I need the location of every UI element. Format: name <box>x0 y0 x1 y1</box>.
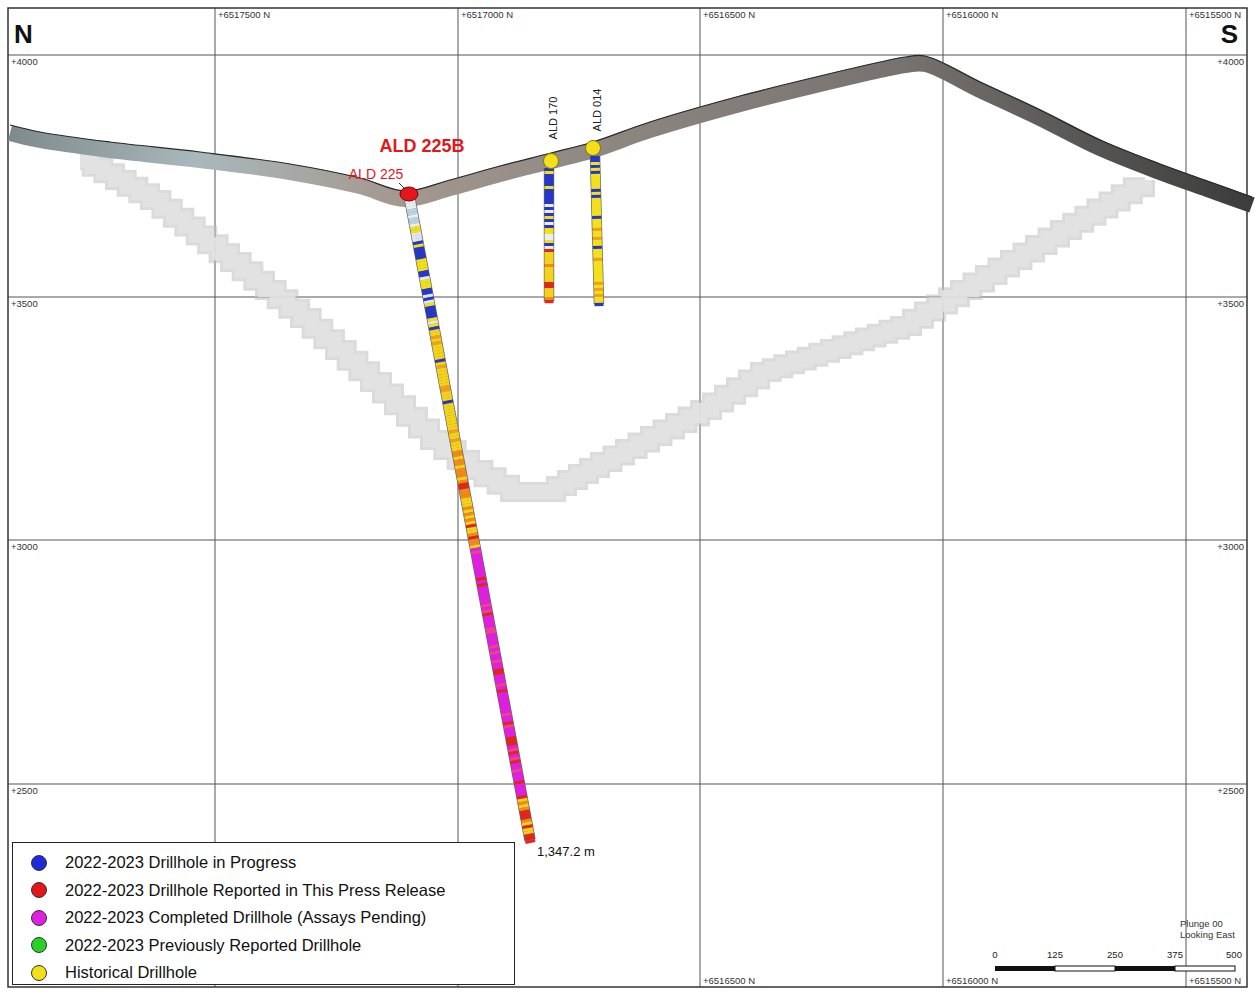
elevation-label: +4000 <box>1216 57 1245 67</box>
legend-swatch <box>31 882 47 898</box>
legend-swatch <box>31 965 47 981</box>
legend-swatch <box>31 937 47 953</box>
legend-text: 2022-2023 Drillhole Reported in This Pre… <box>65 881 445 900</box>
depth-label: 1,347.2 m <box>537 845 595 859</box>
drillhole-label: ALD 014 <box>591 89 603 132</box>
drillhole-label: ALD 170 <box>547 97 559 140</box>
scale-label: 0 <box>992 950 997 960</box>
drillholes <box>404 156 604 844</box>
scale-label: 500 <box>1226 950 1242 960</box>
legend-text: Historical Drillhole <box>65 963 197 982</box>
topography <box>10 55 1252 205</box>
elevation-label: +3000 <box>10 542 39 552</box>
pit-shell <box>80 160 1145 492</box>
legend-entry: Historical Drillhole <box>31 959 514 987</box>
view-note: Looking East <box>1180 930 1235 940</box>
elevation-label: +3500 <box>1216 299 1245 309</box>
northing-label: +6517500 N <box>218 10 270 20</box>
northing-label: +6515500 N <box>1189 976 1241 986</box>
direction-letter: S <box>1221 20 1238 49</box>
scale-label: 250 <box>1107 950 1123 960</box>
northing-label: +6516500 N <box>703 976 755 986</box>
scale-label: 375 <box>1167 950 1183 960</box>
elevation-label: +3500 <box>10 299 39 309</box>
scale-label: 125 <box>1047 950 1063 960</box>
legend-text: 2022-2023 Completed Drillhole (Assays Pe… <box>65 908 426 927</box>
northing-label: +6516500 N <box>703 10 755 20</box>
legend-entry: 2022-2023 Completed Drillhole (Assays Pe… <box>31 904 514 932</box>
view-note: Plunge 00 <box>1180 919 1223 929</box>
drillhole-label: ALD 225 <box>349 167 403 182</box>
scale-bar <box>995 966 1235 971</box>
legend-box: 2022-2023 Drillhole in Progress 2022-2023… <box>12 842 515 985</box>
elevation-label: +4000 <box>10 57 39 67</box>
legend-text: 2022-2023 Drillhole in Progress <box>65 853 296 872</box>
legend-text: 2022-2023 Previously Reported Drillhole <box>65 936 361 955</box>
legend-swatch <box>31 910 47 926</box>
legend-entry: 2022-2023 Previously Reported Drillhole <box>31 932 514 960</box>
elevation-label: +2500 <box>10 786 39 796</box>
legend-swatch <box>31 855 47 871</box>
legend-entry: 2022-2023 Drillhole in Progress <box>31 849 514 877</box>
elevation-label: +2500 <box>1216 786 1245 796</box>
drillhole-label: ALD 225B <box>379 137 464 157</box>
northing-label: +6516000 N <box>946 10 998 20</box>
northing-label: +6515500 N <box>1189 10 1241 20</box>
legend-entry: 2022-2023 Drillhole Reported in This Pre… <box>31 877 514 905</box>
elevation-label: +3000 <box>1216 542 1245 552</box>
direction-letter: N <box>14 20 33 49</box>
northing-label: +6517000 N <box>461 10 513 20</box>
northing-label: +6516000 N <box>946 976 998 986</box>
